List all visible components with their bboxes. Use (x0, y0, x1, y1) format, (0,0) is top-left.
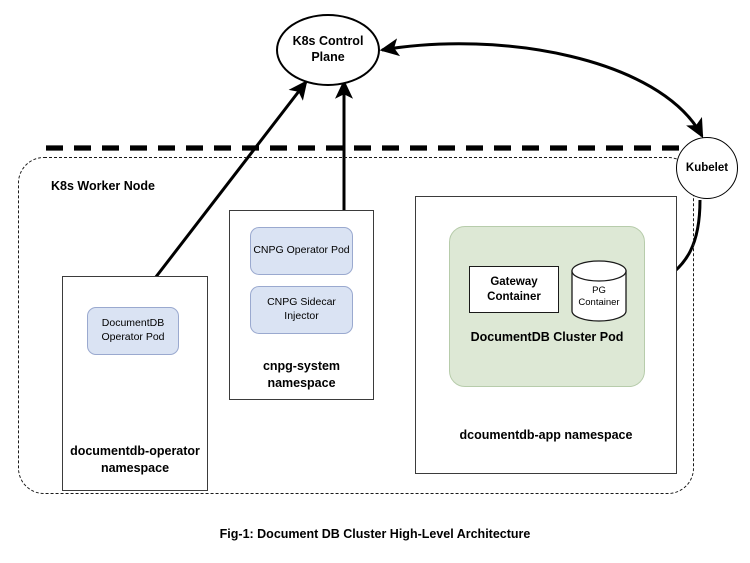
namespace-dcoumentdb-app-label: dcoumentdb-app namespace (459, 428, 633, 442)
pod-cnpg-sidecar-injector[interactable]: CNPG Sidecar Injector (250, 286, 353, 334)
container-pg-container-label: PG Container (578, 285, 620, 308)
figure-caption: Fig-1: Document DB Cluster High-Level Ar… (219, 527, 531, 541)
arrow-documentdb-operator-control-plane (130, 80, 308, 310)
namespace-cnpg-system-label: cnpg-system namespace (262, 359, 341, 390)
pod-documentdb-operator-pod[interactable]: DocumentDB Operator Pod (87, 307, 179, 355)
k8s-worker-node-boundary (18, 157, 694, 494)
namespace-dcoumentdb-app[interactable]: Gateway Container PG Container DocumentD… (415, 196, 677, 474)
pod-documentdb-operator-pod-label: DocumentDB Operator Pod (101, 317, 165, 343)
kubelet-label: Kubelet (685, 162, 729, 174)
pod-documentdb-cluster-pod-label: DocumentDB Cluster Pod (470, 330, 624, 344)
arrow-control-plane-kubelet (379, 38, 704, 139)
pod-cnpg-operator-pod-label: CNPG Operator Pod (253, 244, 350, 257)
namespace-documentdb-operator-label: documentdb-operator namespace (70, 444, 200, 475)
k8s-control-plane-label: K8s Control Plane (292, 34, 364, 64)
k8s-control-plane-node[interactable]: K8s Control Plane (276, 14, 380, 86)
pg-container-cylinder-icon[interactable] (571, 260, 627, 322)
k8s-worker-node-label: K8s Worker Node (51, 179, 155, 193)
kubelet-node[interactable]: Kubelet (676, 137, 738, 199)
container-gateway-container-label: Gateway Container (487, 275, 541, 303)
container-gateway-container[interactable]: Gateway Container (469, 266, 559, 313)
namespace-documentdb-operator[interactable]: DocumentDB Operator Pod documentdb-opera… (62, 276, 208, 491)
pod-cnpg-sidecar-injector-label: CNPG Sidecar Injector (267, 296, 336, 322)
pod-documentdb-cluster-pod[interactable]: Gateway Container PG Container DocumentD… (449, 226, 645, 387)
pod-cnpg-operator-pod[interactable]: CNPG Operator Pod (250, 227, 353, 275)
namespace-cnpg-system[interactable]: CNPG Operator Pod CNPG Sidecar Injector … (229, 210, 374, 400)
